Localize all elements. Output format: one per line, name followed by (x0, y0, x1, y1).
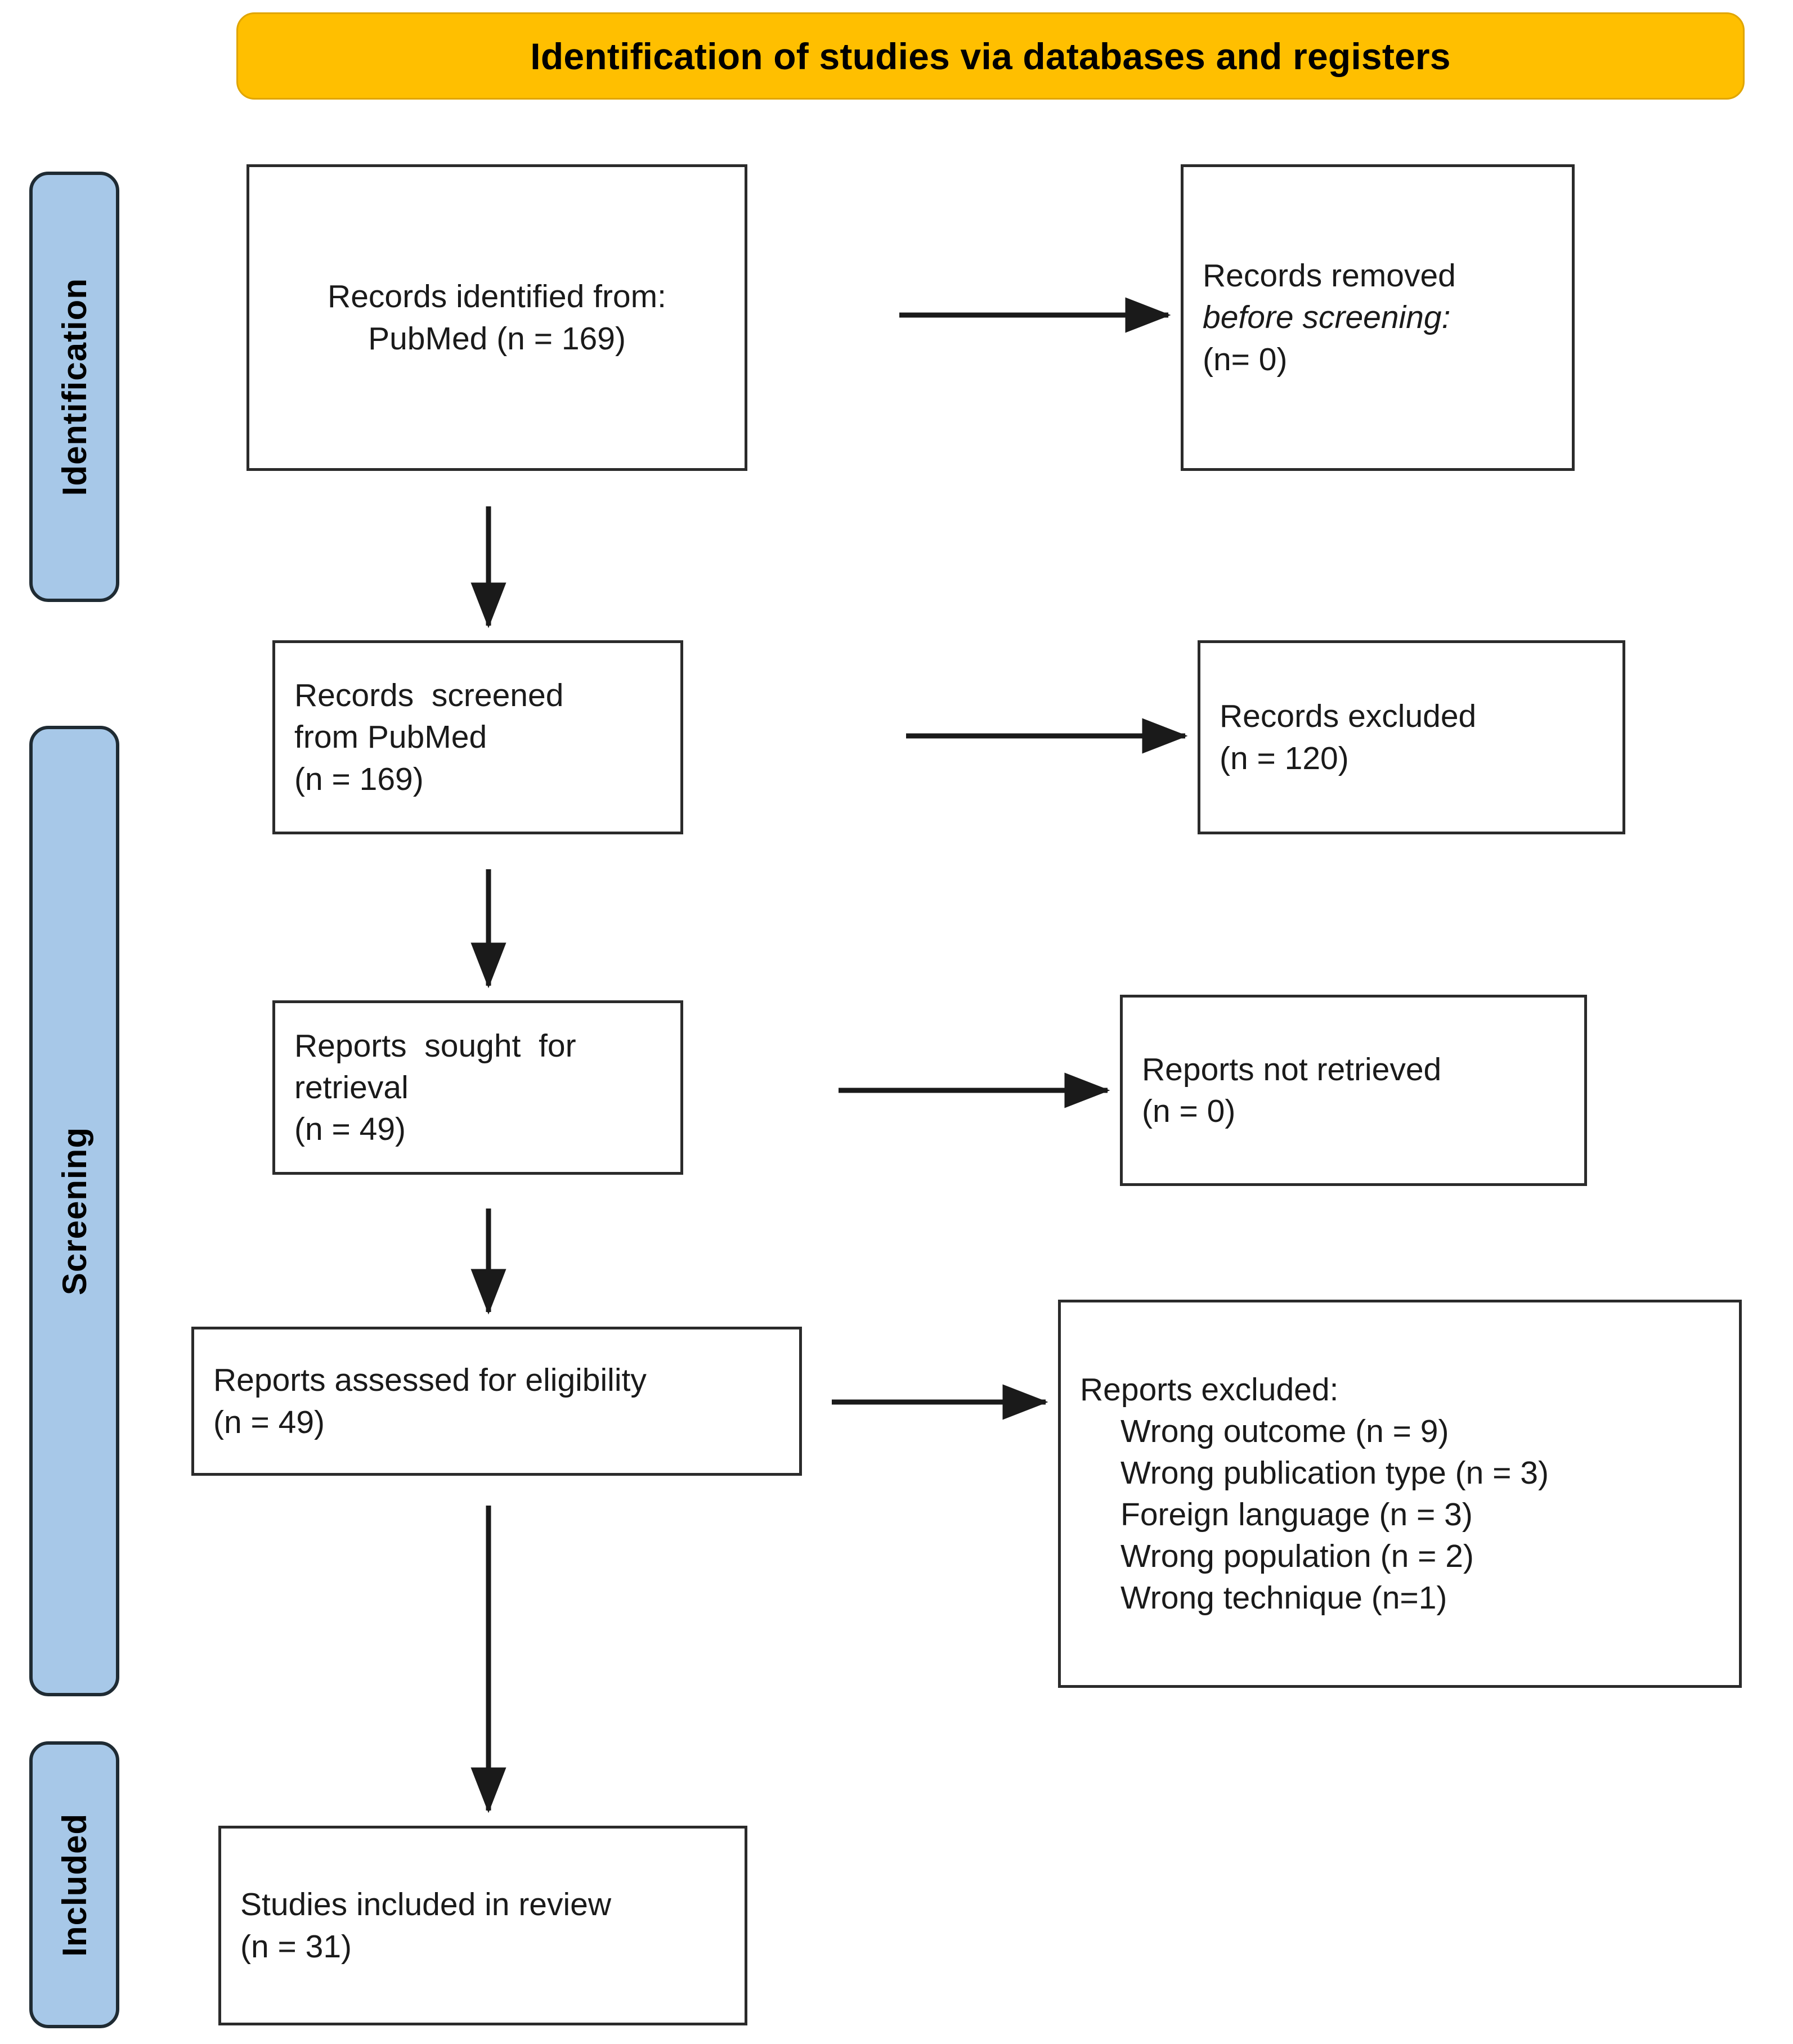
box-reports-excluded-reason: Wrong publication type (n = 3) (1120, 1454, 1549, 1491)
box-reports-assessed-line1: Reports assessed for eligibility (213, 1362, 647, 1399)
box-reports-excluded-reason: Wrong outcome (n = 9) (1120, 1413, 1449, 1449)
box-records-excluded-line1: Records excluded (1220, 698, 1477, 735)
box-reports-excluded-heading: Reports excluded: (1080, 1371, 1339, 1408)
box-records-identified: Records identified from: PubMed (n = 169… (246, 164, 747, 471)
stage-label-screening: Screening (55, 1126, 93, 1296)
box-records-excluded-line2: (n = 120) (1220, 740, 1349, 776)
box-records-removed-line3: (n= 0) (1203, 341, 1288, 378)
box-studies-included-line2: (n = 31) (240, 1928, 352, 1965)
box-records-screened-line1: Records screened (294, 677, 564, 714)
box-records-removed-line2: before screening: (1203, 299, 1451, 336)
stage-label-included: Included (55, 1813, 93, 1957)
box-reports-sought: Reports sought for retrieval (n = 49) (272, 1000, 683, 1175)
stage-bar-screening: Screening (29, 726, 119, 1696)
box-reports-excluded: Reports excluded: Wrong outcome (n = 9) … (1058, 1300, 1742, 1688)
box-reports-not-retrieved-line1: Reports not retrieved (1142, 1051, 1442, 1088)
box-studies-included: Studies included in review (n = 31) (218, 1826, 747, 2025)
box-reports-not-retrieved-line2: (n = 0) (1142, 1093, 1236, 1129)
box-reports-not-retrieved: Reports not retrieved (n = 0) (1120, 995, 1587, 1186)
box-reports-excluded-reason: Foreign language (n = 3) (1120, 1497, 1473, 1533)
box-reports-excluded-reason: Wrong technique (n=1) (1120, 1580, 1447, 1616)
stage-label-identification: Identification (55, 277, 93, 496)
box-records-screened-line2: from PubMed (294, 719, 487, 756)
box-reports-sought-line3: (n = 49) (294, 1111, 406, 1148)
box-reports-excluded-reason: Wrong population (n = 2) (1120, 1538, 1474, 1575)
box-reports-sought-line1: Reports sought for (294, 1027, 576, 1064)
box-records-excluded: Records excluded (n = 120) (1198, 640, 1625, 834)
box-reports-assessed-line2: (n = 49) (213, 1404, 325, 1440)
box-records-identified-line1: Records identified from: (328, 278, 666, 315)
box-reports-assessed: Reports assessed for eligibility (n = 49… (191, 1327, 802, 1476)
box-reports-sought-line2: retrieval (294, 1069, 409, 1106)
box-records-removed: Records removed before screening: (n= 0) (1181, 164, 1575, 471)
box-records-identified-line2: PubMed (n = 169) (368, 320, 626, 357)
stage-bar-identification: Identification (29, 172, 119, 602)
box-studies-included-line1: Studies included in review (240, 1886, 612, 1923)
diagram-header-banner: Identification of studies via databases … (236, 12, 1745, 100)
box-records-screened-line3: (n = 169) (294, 761, 424, 797)
box-records-screened: Records screened from PubMed (n = 169) (272, 640, 683, 834)
diagram-title: Identification of studies via databases … (530, 35, 1451, 77)
box-records-removed-line1: Records removed (1203, 258, 1456, 294)
stage-bar-included: Included (29, 1741, 119, 2028)
